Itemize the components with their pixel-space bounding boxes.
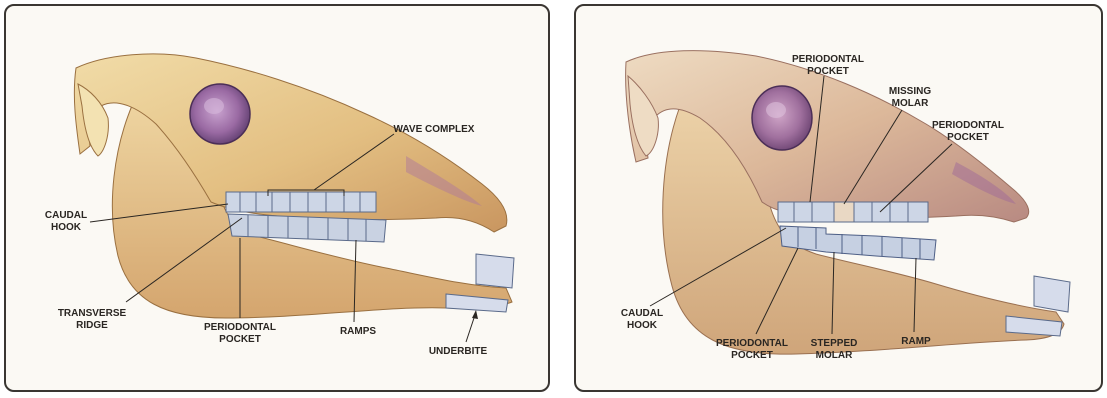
orbit	[752, 86, 812, 150]
left-skull-illustration: WAVE COMPLEX CAUDAL HOOK TRANSVERSE RIDG…	[6, 6, 550, 392]
svg-text:POCKET: POCKET	[807, 66, 849, 77]
label-underbite: UNDERBITE	[429, 310, 488, 357]
svg-text:TRANSVERSE: TRANSVERSE	[58, 308, 127, 319]
orbit	[190, 84, 250, 144]
svg-text:HOOK: HOOK	[51, 222, 82, 233]
svg-text:RAMPS: RAMPS	[340, 326, 376, 337]
svg-text:WAVE COMPLEX: WAVE COMPLEX	[394, 124, 475, 135]
right-skull-panel: PERIODONTAL POCKET MISSING MOLAR PERIODO…	[574, 4, 1103, 392]
svg-text:STEPPED: STEPPED	[811, 338, 858, 349]
upper-cheek-teeth	[226, 192, 376, 212]
left-skull-panel: WAVE COMPLEX CAUDAL HOOK TRANSVERSE RIDG…	[4, 4, 550, 392]
svg-text:RAMP: RAMP	[901, 336, 931, 347]
svg-text:CAUDAL: CAUDAL	[621, 308, 663, 319]
svg-text:PERIODONTAL: PERIODONTAL	[204, 322, 276, 333]
upper-cheek-teeth	[778, 202, 928, 222]
svg-text:PERIODONTAL: PERIODONTAL	[792, 54, 864, 65]
svg-text:PERIODONTAL: PERIODONTAL	[716, 338, 788, 349]
svg-text:RIDGE: RIDGE	[76, 320, 108, 331]
svg-text:MISSING: MISSING	[889, 86, 931, 97]
svg-text:CAUDAL: CAUDAL	[45, 210, 87, 221]
svg-text:POCKET: POCKET	[947, 132, 989, 143]
svg-text:HOOK: HOOK	[627, 320, 658, 331]
svg-text:MOLAR: MOLAR	[816, 350, 853, 361]
svg-text:PERIODONTAL: PERIODONTAL	[932, 120, 1004, 131]
svg-text:POCKET: POCKET	[731, 350, 773, 361]
svg-text:MOLAR: MOLAR	[892, 98, 929, 109]
svg-text:UNDERBITE: UNDERBITE	[429, 346, 488, 357]
right-skull-illustration: PERIODONTAL POCKET MISSING MOLAR PERIODO…	[576, 6, 1103, 392]
svg-text:POCKET: POCKET	[219, 334, 261, 345]
